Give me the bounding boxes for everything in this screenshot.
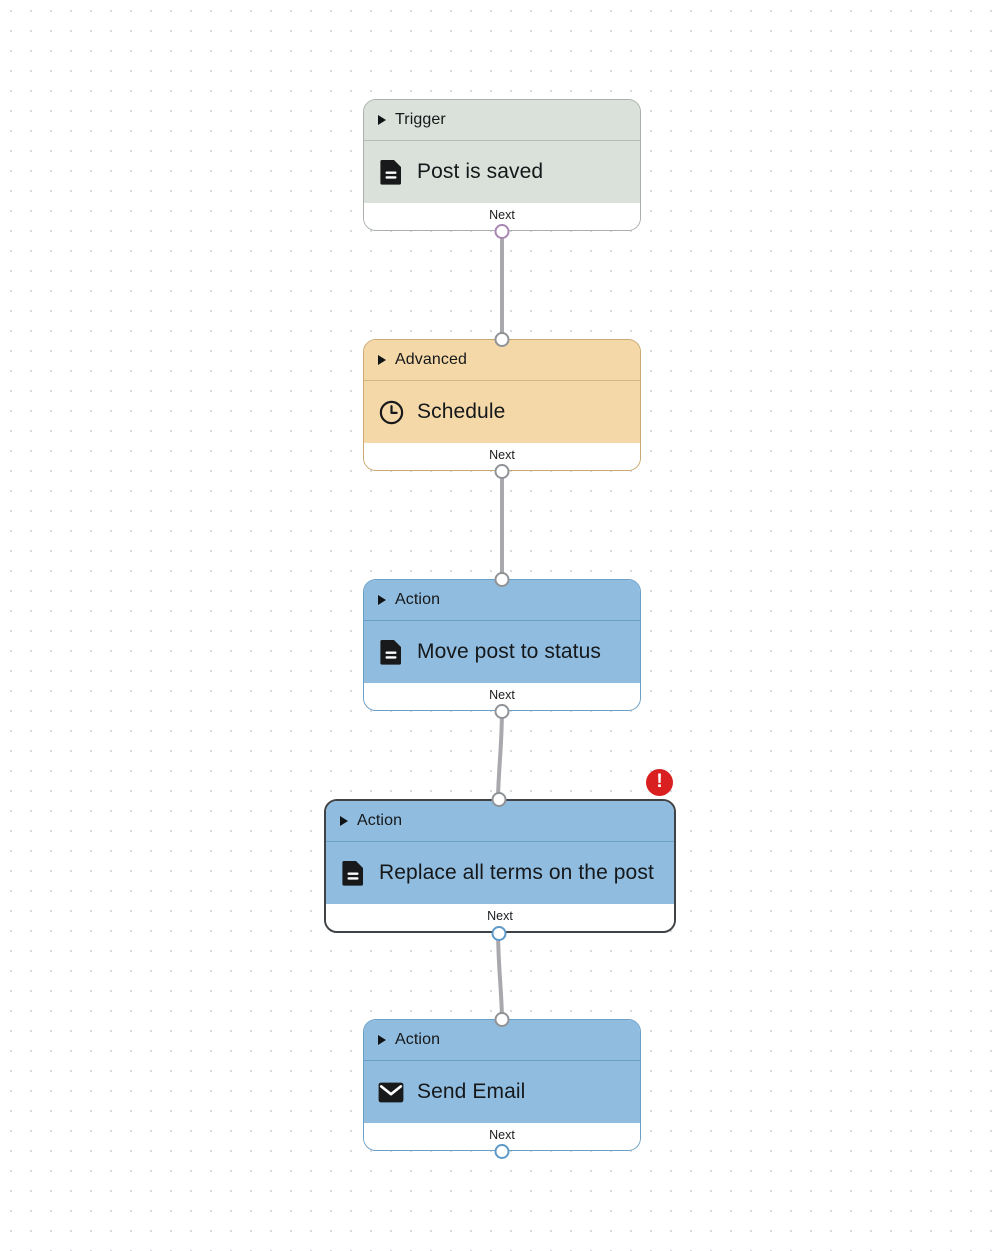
workflow-node-action-move-post-to-status[interactable]: Action Move post to status Next (363, 571, 641, 719)
output-port[interactable] (494, 1143, 510, 1159)
document-icon (378, 159, 404, 185)
node-header[interactable]: Action (364, 580, 640, 620)
node-category-label: Action (395, 591, 441, 608)
document-icon (378, 639, 404, 665)
workflow-node-advanced-schedule[interactable]: Advanced Schedule Next (363, 331, 641, 479)
node-body[interactable]: Schedule (364, 381, 640, 443)
input-port[interactable] (494, 1011, 510, 1027)
error-badge-label: ! (656, 771, 663, 792)
workflow-node-action-replace-all-terms-on-the-post[interactable]: Action Replace all terms on the post Nex… (324, 791, 676, 941)
node-divider (364, 620, 640, 621)
chevron-right-icon[interactable] (378, 1035, 386, 1045)
edge-move-post-to-replace-terms (496, 705, 504, 799)
error-badge[interactable]: ! (646, 769, 673, 796)
node-title: Move post to status (417, 640, 601, 663)
node-frame: Action Send Email Next (363, 1019, 641, 1151)
node-category-label: Advanced (395, 351, 467, 368)
chevron-right-icon[interactable] (340, 816, 348, 826)
node-output-label: Next (489, 1128, 515, 1142)
chevron-right-icon[interactable] (378, 115, 386, 125)
node-title: Schedule (417, 400, 506, 423)
document-icon (340, 860, 366, 886)
node-category-label: Trigger (395, 111, 446, 128)
output-port[interactable] (494, 463, 510, 479)
node-divider (326, 841, 674, 842)
node-body[interactable]: Send Email (364, 1061, 640, 1123)
node-body[interactable]: Move post to status (364, 621, 640, 683)
node-frame: Action Move post to status Next (363, 579, 641, 711)
edge-replace-terms-to-send-email (496, 925, 504, 1019)
node-header[interactable]: Action (326, 801, 674, 841)
node-title: Post is saved (417, 160, 544, 183)
node-divider (364, 140, 640, 141)
node-frame: Action Replace all terms on the post Nex… (324, 799, 676, 933)
node-output-label: Next (489, 688, 515, 702)
input-port[interactable] (494, 331, 510, 347)
node-body[interactable]: Post is saved (364, 141, 640, 203)
envelope-icon (378, 1079, 404, 1105)
node-header[interactable]: Trigger (364, 100, 640, 140)
output-port[interactable] (494, 703, 510, 719)
workflow-node-trigger-post-is-saved[interactable]: Trigger Post is saved Next (363, 99, 641, 239)
node-body[interactable]: Replace all terms on the post (326, 842, 674, 904)
input-port[interactable] (494, 571, 510, 587)
chevron-right-icon[interactable] (378, 355, 386, 365)
chevron-right-icon[interactable] (378, 595, 386, 605)
node-frame: Advanced Schedule Next (363, 339, 641, 471)
node-divider (364, 380, 640, 381)
node-title: Send Email (417, 1080, 526, 1103)
output-port[interactable] (491, 925, 507, 941)
node-header[interactable]: Advanced (364, 340, 640, 380)
node-title: Replace all terms on the post (379, 861, 654, 884)
node-output-label: Next (489, 448, 515, 462)
node-header[interactable]: Action (364, 1020, 640, 1060)
workflow-node-action-send-email[interactable]: Action Send Email Next (363, 1011, 641, 1159)
node-divider (364, 1060, 640, 1061)
node-category-label: Action (395, 1031, 441, 1048)
node-output-label: Next (487, 909, 513, 923)
clock-icon (378, 399, 404, 425)
output-port[interactable] (494, 223, 510, 239)
node-output-label: Next (489, 208, 515, 222)
input-port[interactable] (491, 791, 507, 807)
node-category-label: Action (357, 812, 403, 829)
node-frame: Trigger Post is saved Next (363, 99, 641, 231)
